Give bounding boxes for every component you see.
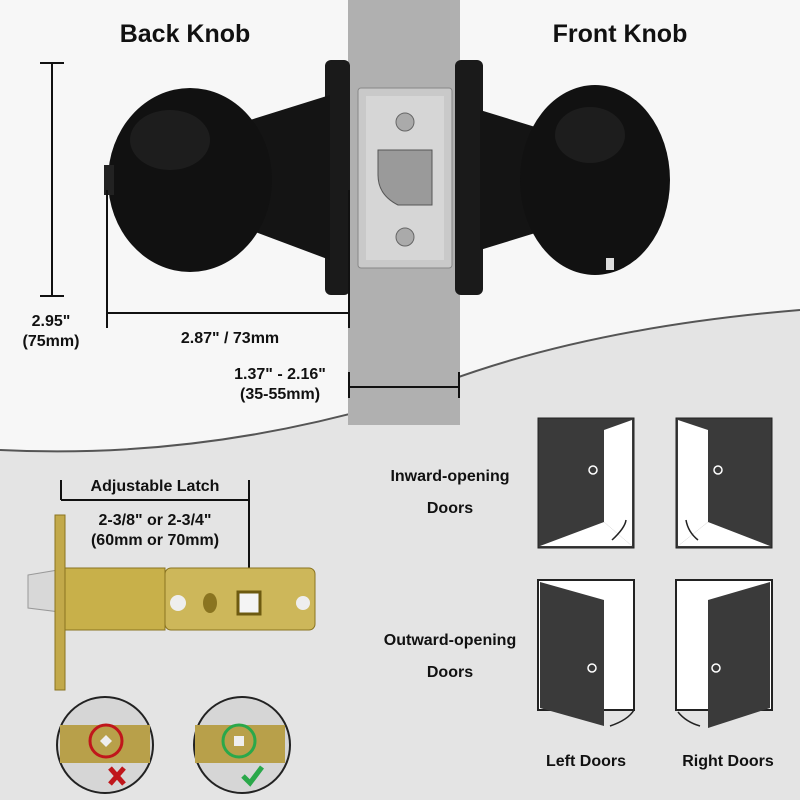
dimension-lines xyxy=(40,62,460,610)
outward-label-line2: Doors xyxy=(426,664,474,681)
wrong-spindle-inset xyxy=(56,696,154,794)
back-knob xyxy=(104,60,350,295)
right-doors-label: Right Doors xyxy=(682,753,774,770)
inward-label-line2: Doors xyxy=(426,500,474,517)
left-doors-label: Left Doors xyxy=(546,753,626,770)
adjustable-latch xyxy=(27,514,316,691)
strike-plate xyxy=(357,87,453,269)
outward-label-line1: Outward-opening xyxy=(383,632,517,649)
back-knob-label: Back Knob xyxy=(119,20,251,48)
height-in-label: 2.95" xyxy=(31,313,71,330)
front-knob-label: Front Knob xyxy=(552,20,688,48)
x-mark-icon xyxy=(108,766,126,786)
inward-label-line1: Inward-opening xyxy=(390,468,510,485)
inward-left-door-diagram xyxy=(537,417,635,549)
backset-in-label: 2-3/8" or 2-3/4" xyxy=(98,512,212,529)
length-label: 2.87" / 73mm xyxy=(180,330,280,347)
inward-right-door-diagram xyxy=(675,417,773,549)
backset-mm-label: (60mm or 70mm) xyxy=(90,532,220,549)
outward-left-door-diagram xyxy=(537,579,635,727)
front-knob xyxy=(455,60,670,295)
outward-right-door-diagram xyxy=(675,579,773,728)
door-thickness-in-label: 1.37" - 2.16" xyxy=(234,366,326,383)
adjustable-latch-label: Adjustable Latch xyxy=(90,478,220,495)
correct-spindle-inset xyxy=(193,696,291,794)
height-mm-label: (75mm) xyxy=(22,333,80,350)
door-thickness-mm-label: (35-55mm) xyxy=(239,386,321,403)
check-mark-icon xyxy=(241,765,264,787)
